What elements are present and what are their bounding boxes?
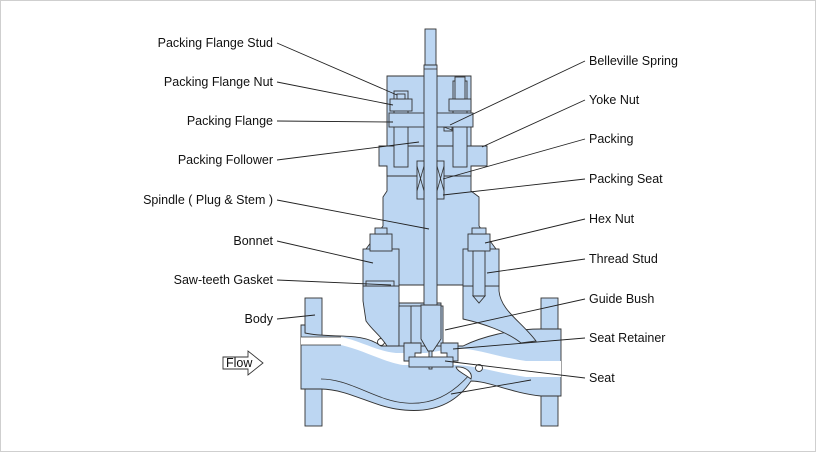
spindle-part xyxy=(403,28,459,370)
label-bonnet: Bonnet xyxy=(233,234,273,248)
label-packing-flange-stud: Packing Flange Stud xyxy=(158,36,273,50)
left-labels: Packing Flange Stud Packing Flange Nut P… xyxy=(143,36,274,326)
label-seat: Seat xyxy=(589,371,615,385)
flow-arrow: Flow xyxy=(222,350,264,376)
label-thread-stud: Thread Stud xyxy=(589,252,658,266)
label-saw-teeth-gasket: Saw-teeth Gasket xyxy=(174,273,274,287)
right-labels: Belleville Spring Yoke Nut Packing Packi… xyxy=(589,54,678,385)
label-body: Body xyxy=(245,312,274,326)
label-belleville-spring: Belleville Spring xyxy=(589,54,678,68)
label-packing-flange-nut: Packing Flange Nut xyxy=(164,75,274,89)
label-spindle: Spindle ( Plug & Stem ) xyxy=(143,193,273,207)
label-packing-seat: Packing Seat xyxy=(589,172,663,186)
label-packing-flange: Packing Flange xyxy=(187,114,273,128)
label-seat-retainer: Seat Retainer xyxy=(589,331,665,345)
label-packing-follower: Packing Follower xyxy=(178,153,273,167)
fasteners xyxy=(369,76,491,304)
leader-lines xyxy=(276,42,586,395)
label-guide-bush: Guide Bush xyxy=(589,292,654,306)
label-yoke-nut: Yoke Nut xyxy=(589,93,640,107)
label-hex-nut: Hex Nut xyxy=(589,212,635,226)
label-packing: Packing xyxy=(589,132,634,146)
flow-label: Flow xyxy=(226,356,253,370)
